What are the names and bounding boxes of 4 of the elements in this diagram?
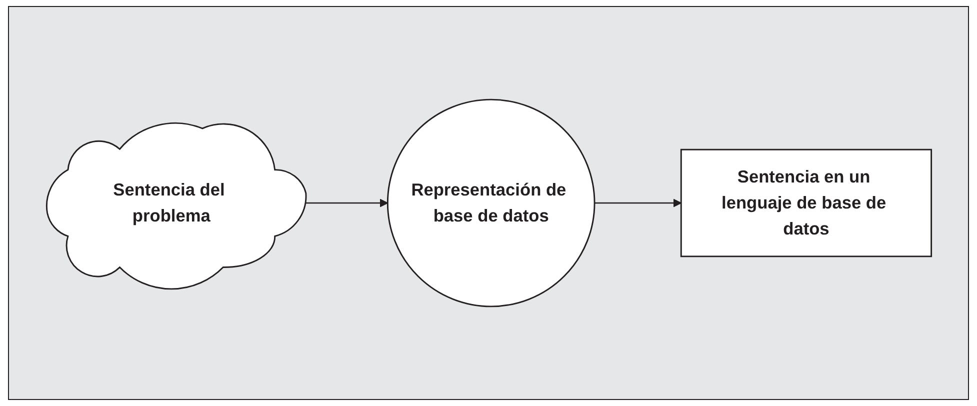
node-box xyxy=(680,148,932,258)
diagram-background: Sentencia del problema Representación de base de datos Sentencia en un lenguaje de base de datos xyxy=(8,6,969,400)
node-circle xyxy=(386,98,595,308)
arrow xyxy=(594,198,682,208)
